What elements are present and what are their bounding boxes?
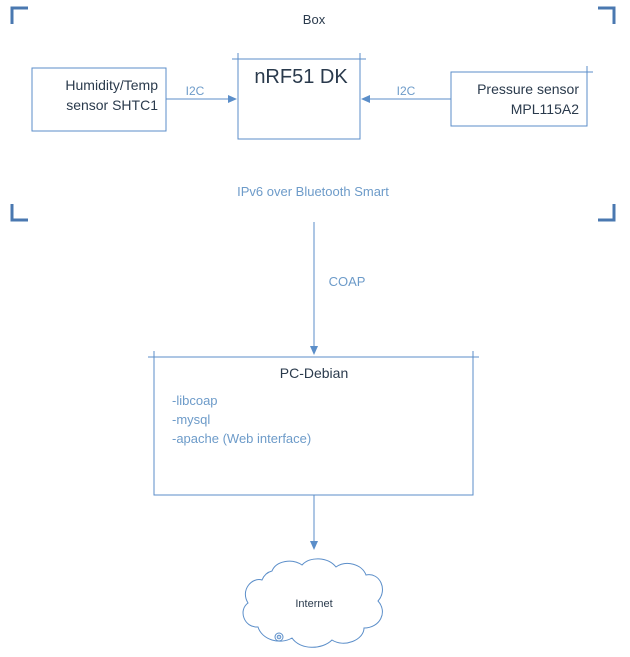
nrf-board-node: nRF51 DK [232,53,366,140]
transport-label: IPv6 over Bluetooth Smart [237,184,389,199]
coap-label: COAP [329,274,366,289]
humidity-sensor-node: Humidity/Temp sensor SHTC1 [31,67,167,132]
pc-debian-item-mysql: -mysql [172,412,210,427]
cloud-shape [242,558,383,648]
pressure-sensor-node: Pressure sensor MPL115A2 [450,66,593,127]
box-boundary-corners [10,6,616,222]
cloud-curl-inner [276,634,282,640]
cloud-curl-dot [278,636,280,638]
internet-cloud-icon: Internet [242,558,383,648]
box-corner-top-right [598,6,616,24]
pc-debian-node: PC-Debian -libcoap -mysql -apache (Web i… [148,351,479,496]
cloud-curl-outer [274,632,284,642]
pc-debian-box [153,356,474,496]
pressure-sensor-line1: Pressure sensor [477,81,579,97]
pc-debian-item-libcoap: -libcoap [172,393,218,408]
humidity-sensor-line1: Humidity/Temp [65,77,158,93]
pressure-sensor-box [450,71,588,127]
nrf-board-label: nRF51 DK [254,66,348,88]
humidity-sensor-line2: sensor SHTC1 [66,97,158,113]
nrf-board-box [237,58,361,140]
pc-debian-item-apache: -apache (Web interface) [172,431,311,446]
internet-label: Internet [295,598,332,610]
i2c-label-right: I2C [397,84,416,98]
box-corner-bottom-left [10,204,28,222]
box-corner-top-left [10,6,28,24]
i2c-label-left: I2C [186,84,205,98]
box-corner-bottom-right [598,204,616,222]
pc-debian-title: PC-Debian [280,365,348,381]
humidity-sensor-box [31,67,167,132]
pressure-sensor-line2: MPL115A2 [511,101,579,117]
box-label: Box [303,12,326,27]
